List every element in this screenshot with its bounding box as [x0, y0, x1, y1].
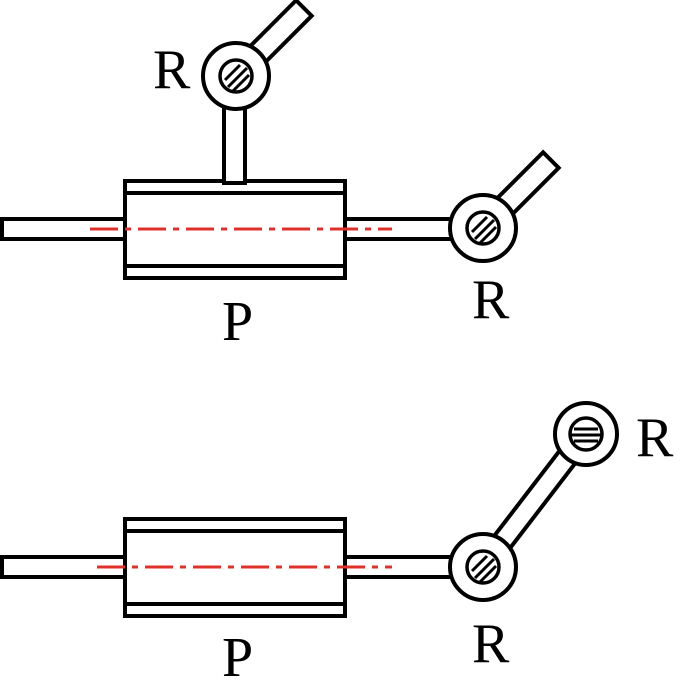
bottom-upper-revolute-label: R: [636, 407, 674, 469]
bottom-mechanism: R R P: [0, 401, 674, 689]
top-mechanism: R R P: [0, 0, 562, 353]
top-upper-revolute-label: R: [153, 39, 191, 101]
bottom-lower-revolute-label: R: [472, 613, 510, 675]
top-prismatic-label: P: [222, 291, 253, 353]
top-upper-revolute-joint: [201, 41, 271, 111]
top-right-revolute-joint: [448, 193, 518, 263]
top-right-revolute-label: R: [472, 269, 510, 331]
top-vertical-link: [222, 101, 247, 185]
bottom-prismatic-label: P: [222, 627, 253, 689]
bottom-lower-revolute-joint: [448, 532, 518, 602]
top-right-rod: [341, 217, 460, 241]
bottom-upper-revolute-joint: [553, 401, 619, 467]
